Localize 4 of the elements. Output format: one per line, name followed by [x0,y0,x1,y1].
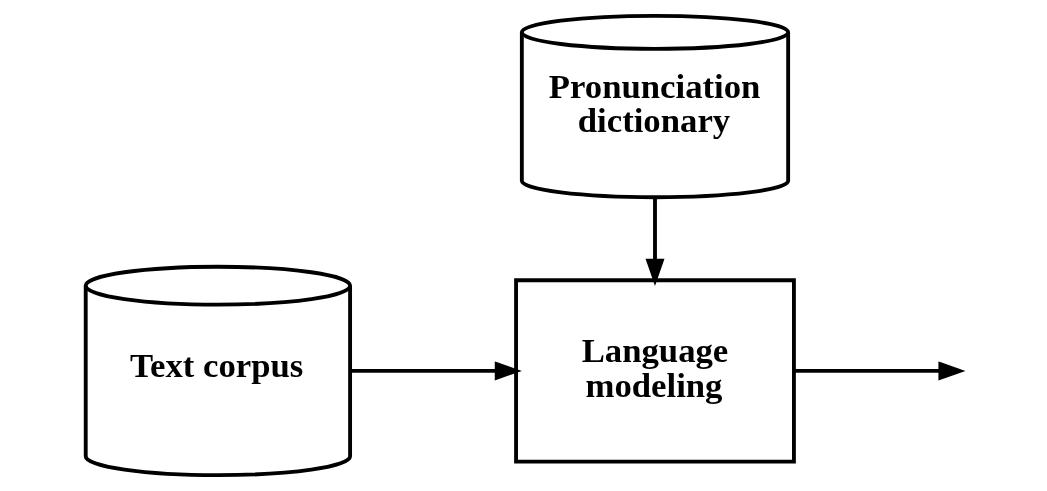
node-box: Language modeling [514,278,796,464]
arrow [794,361,966,381]
arrow [350,361,522,381]
arrow [645,197,665,286]
